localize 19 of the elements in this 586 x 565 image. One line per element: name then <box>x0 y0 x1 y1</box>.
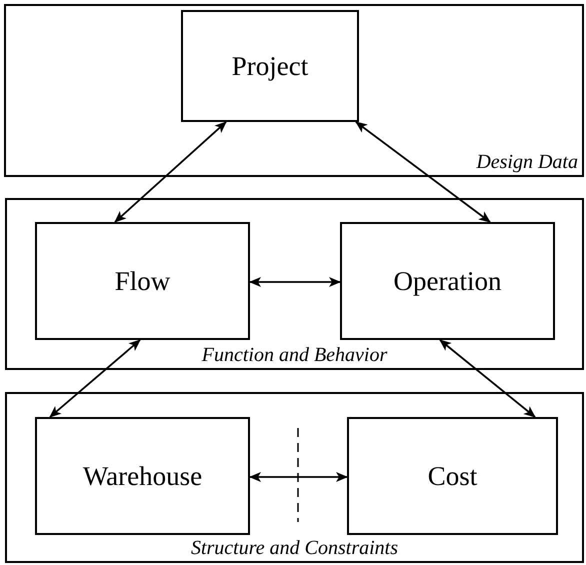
double-arrow <box>249 472 348 482</box>
double-arrow <box>355 121 491 223</box>
module-box <box>35 417 250 535</box>
module-label: Warehouse <box>82 460 202 492</box>
double-arrow <box>439 339 536 418</box>
module-label: Flow <box>114 266 170 296</box>
double-arrow <box>249 277 341 287</box>
layer-panel <box>4 4 584 177</box>
layer-panel <box>5 392 584 563</box>
layer-panel <box>5 198 584 370</box>
module-label: Project <box>232 50 308 82</box>
module-box <box>347 417 558 535</box>
module-label: Operation <box>394 266 502 296</box>
module-box <box>35 222 250 340</box>
module-label: Cost <box>428 460 478 492</box>
module-box <box>340 222 555 340</box>
module-box <box>181 10 359 122</box>
double-arrow <box>114 121 227 223</box>
double-arrow <box>49 339 141 418</box>
